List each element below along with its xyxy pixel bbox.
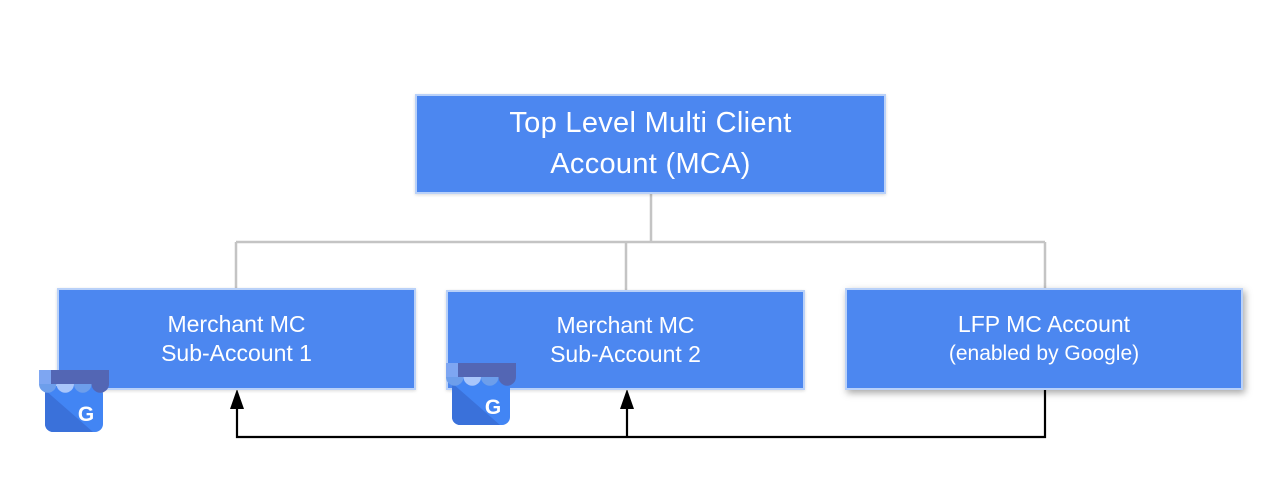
node-label-line2: Sub-Account 2: [550, 341, 701, 367]
node-merchant-sub-account-1: Merchant MC Sub-Account 1: [57, 288, 416, 390]
google-business-icon: G: [39, 370, 109, 432]
node-label-line1: Merchant MC: [167, 311, 306, 337]
awning-band: [39, 370, 109, 384]
storefront-fold: [45, 390, 93, 432]
awning-scallop-4: [498, 377, 516, 386]
google-business-icon: G: [446, 363, 516, 425]
awning-scallop-1: [446, 377, 464, 386]
node-label-line1: LFP MC Account: [957, 311, 1131, 337]
awning-scallop-3: [481, 377, 499, 386]
awning-scallop-4: [91, 384, 109, 393]
node-top-level-mca: Top Level Multi Client Account (MCA): [415, 94, 886, 194]
awning-scallop-2: [56, 384, 74, 393]
feedback-arrow-lines: [235, 390, 1047, 439]
node-label-line1: Top Level Multi Client: [509, 107, 792, 139]
awning-band: [446, 363, 516, 377]
awning-band-corner: [446, 363, 458, 377]
node-label-line1: Merchant MC: [556, 312, 695, 338]
awning-scallop-2: [463, 377, 481, 386]
node-label-line2: (enabled by Google): [948, 342, 1140, 365]
node-lfp-mc-account: LFP MC Account (enabled by Google): [845, 288, 1243, 390]
node-label-line2: Sub-Account 1: [161, 340, 312, 366]
storefront-fold: [452, 383, 500, 425]
tree-connector-lines: [234, 194, 1047, 290]
google-g-letter: G: [78, 403, 94, 426]
arrowhead-sub1: [230, 389, 244, 409]
arrowhead-sub2: [620, 389, 634, 409]
awning-band-corner: [39, 370, 51, 384]
google-g-letter: G: [485, 396, 501, 419]
awning-scallop-3: [74, 384, 92, 393]
awning-scallop-1: [39, 384, 57, 393]
node-label-line2: Account (MCA): [550, 148, 751, 180]
